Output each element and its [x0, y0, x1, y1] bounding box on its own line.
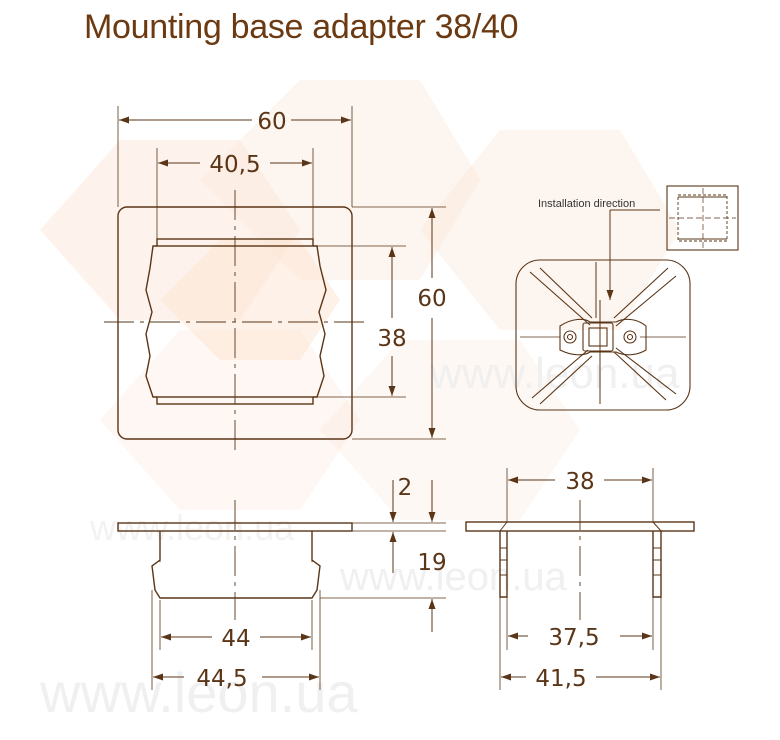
- dim-front-flange: 2: [398, 475, 413, 501]
- adapter-inset-box: [666, 185, 739, 251]
- right-contour: [313, 245, 327, 398]
- installation-inset: [515, 185, 739, 411]
- watermark-text: www.leon.ua: [429, 349, 680, 398]
- top-view: [104, 106, 446, 455]
- dim-front-inner: 44: [221, 626, 250, 652]
- hub: [559, 318, 647, 356]
- installation-direction-label: Installation direction: [538, 198, 635, 210]
- mounting-base: [515, 259, 691, 411]
- front-view: [117, 480, 446, 690]
- dim-front-outer: 44,5: [196, 666, 247, 692]
- page-title: Mounting base adapter 38/40: [84, 8, 519, 46]
- watermark-text: www.leon.ua: [339, 555, 568, 599]
- dim-front-depth: 19: [417, 550, 446, 576]
- side-left-leg: [499, 531, 508, 598]
- watermark-text: www.leon.ua: [89, 507, 295, 548]
- side-right-leg: [652, 531, 662, 598]
- dim-top-inner-height: 38: [377, 326, 406, 352]
- dim-top-height: 60: [417, 286, 446, 312]
- dim-side-outer: 41,5: [535, 666, 586, 692]
- side-view: [465, 468, 695, 690]
- dim-side-top: 38: [565, 469, 594, 495]
- front-body: [151, 531, 321, 599]
- dim-top-width: 60: [257, 109, 286, 135]
- dim-side-inner: 37,5: [548, 625, 599, 651]
- watermark-text: www.leon.ua: [39, 661, 358, 724]
- dim-top-inner-width: 40,5: [209, 152, 260, 178]
- left-contour: [145, 245, 157, 398]
